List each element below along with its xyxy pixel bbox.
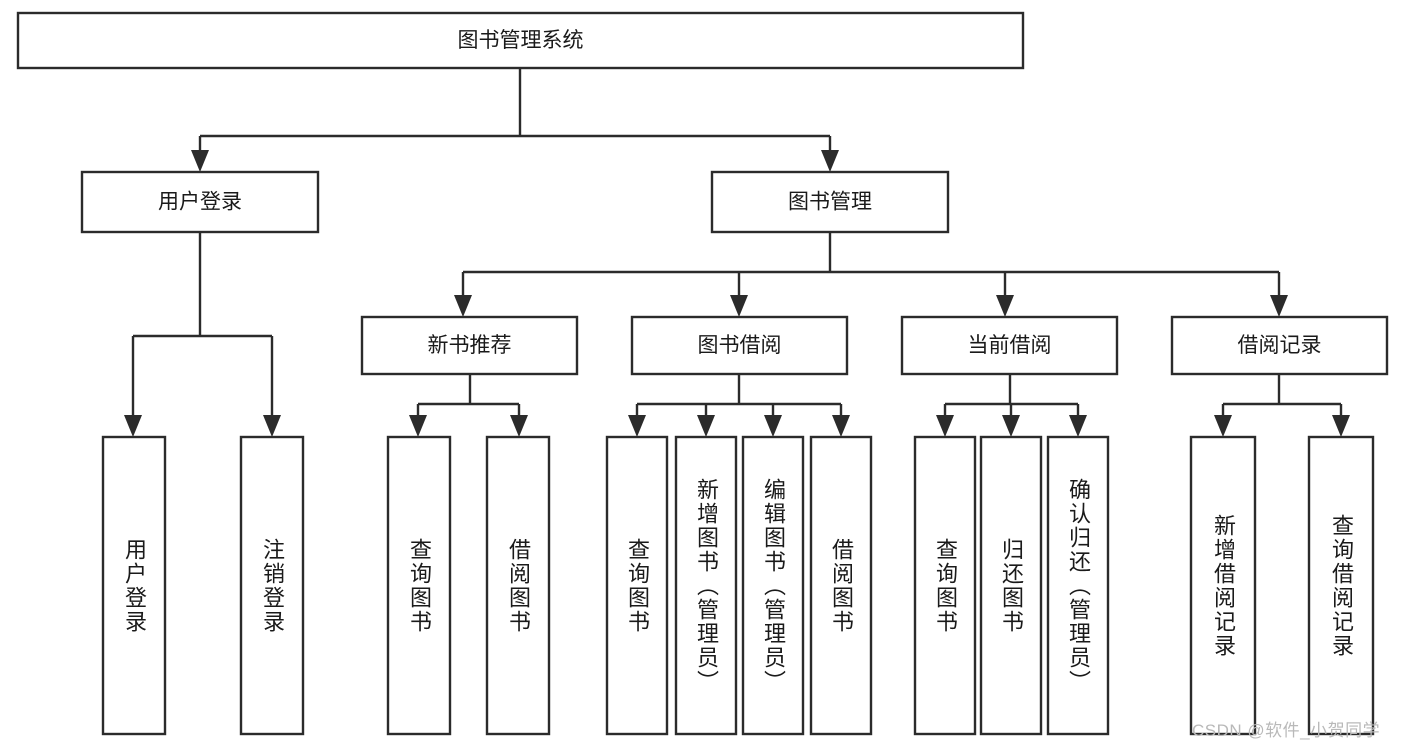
- node-leaf-confirm-return-rect[interactable]: [1046, 435, 1110, 736]
- node-current-borrow[interactable]: 当前借阅: [900, 315, 1119, 376]
- node-book-manage[interactable]: 图书管理: [710, 170, 950, 234]
- node-leaf-user-login-rect[interactable]: [101, 435, 167, 736]
- node-root[interactable]: 图书管理系统: [16, 11, 1025, 70]
- node-book-manage-rect[interactable]: [710, 170, 950, 234]
- conn-user-login-a2-head: [263, 415, 281, 437]
- conn-cb-a1-head: [936, 415, 954, 437]
- node-book-manage-label: 图书管理: [788, 191, 872, 214]
- node-borrow-record[interactable]: 借阅记录: [1170, 315, 1389, 376]
- node-user-login[interactable]: 用户登录: [80, 170, 320, 234]
- node-book-borrow[interactable]: 图书借阅: [630, 315, 849, 376]
- node-leaf-user-logout-rect[interactable]: [239, 435, 305, 736]
- node-new-book-recommend[interactable]: 新书推荐: [360, 315, 579, 376]
- conn-bm-a2-head: [730, 295, 748, 317]
- conn-user-login-a1-head: [124, 415, 142, 437]
- conn-bm-a3-head: [996, 295, 1014, 317]
- node-leaf-query-book-1-rect[interactable]: [386, 435, 452, 736]
- node-borrow-record-label: 借阅记录: [1238, 334, 1322, 357]
- conn-bb-a1-head: [628, 415, 646, 437]
- node-user-login-label: 用户登录: [158, 191, 242, 214]
- node-leaf-add-book-rect[interactable]: [674, 435, 738, 736]
- node-book-borrow-label: 图书借阅: [698, 334, 782, 357]
- node-leaf-return-book-rect[interactable]: [979, 435, 1043, 736]
- node-root-rect[interactable]: [16, 11, 1025, 70]
- conn-cb-a2-head: [1002, 415, 1020, 437]
- node-current-borrow-label: 当前借阅: [968, 334, 1052, 357]
- conn-br-a1-head: [1214, 415, 1232, 437]
- conn-root-to-book-manage-head: [821, 150, 839, 172]
- node-root-label: 图书管理系统: [458, 29, 584, 52]
- conn-bb-a4-head: [832, 415, 850, 437]
- node-new-book-recommend-rect[interactable]: [360, 315, 579, 376]
- node-leaf-add-record-rect[interactable]: [1189, 435, 1257, 736]
- node-book-borrow-rect[interactable]: [630, 315, 849, 376]
- csdn-watermark: CSDN @软件_小贺同学: [1192, 721, 1381, 740]
- node-leaf-borrow-book-1-rect[interactable]: [485, 435, 551, 736]
- node-leaf-borrow-book-2-rect[interactable]: [809, 435, 873, 736]
- node-user-login-rect[interactable]: [80, 170, 320, 234]
- node-current-borrow-rect[interactable]: [900, 315, 1119, 376]
- node-leaf-query-book-2-rect[interactable]: [605, 435, 669, 736]
- conn-nbr-a2-head: [510, 415, 528, 437]
- connector-layer: [124, 68, 1350, 437]
- conn-bb-a2-head: [697, 415, 715, 437]
- conn-br-a2-head: [1332, 415, 1350, 437]
- conn-bm-a1-head: [454, 295, 472, 317]
- conn-nbr-a1-head: [409, 415, 427, 437]
- conn-root-to-user-login-head: [191, 150, 209, 172]
- node-new-book-recommend-label: 新书推荐: [428, 334, 512, 357]
- node-leaf-query-record-rect[interactable]: [1307, 435, 1375, 736]
- node-borrow-record-rect[interactable]: [1170, 315, 1389, 376]
- conn-bm-a4-head: [1270, 295, 1288, 317]
- conn-bb-a3-head: [764, 415, 782, 437]
- node-leaf-edit-book-rect[interactable]: [741, 435, 805, 736]
- node-leaf-query-book-3-rect[interactable]: [913, 435, 977, 736]
- conn-cb-a3-head: [1069, 415, 1087, 437]
